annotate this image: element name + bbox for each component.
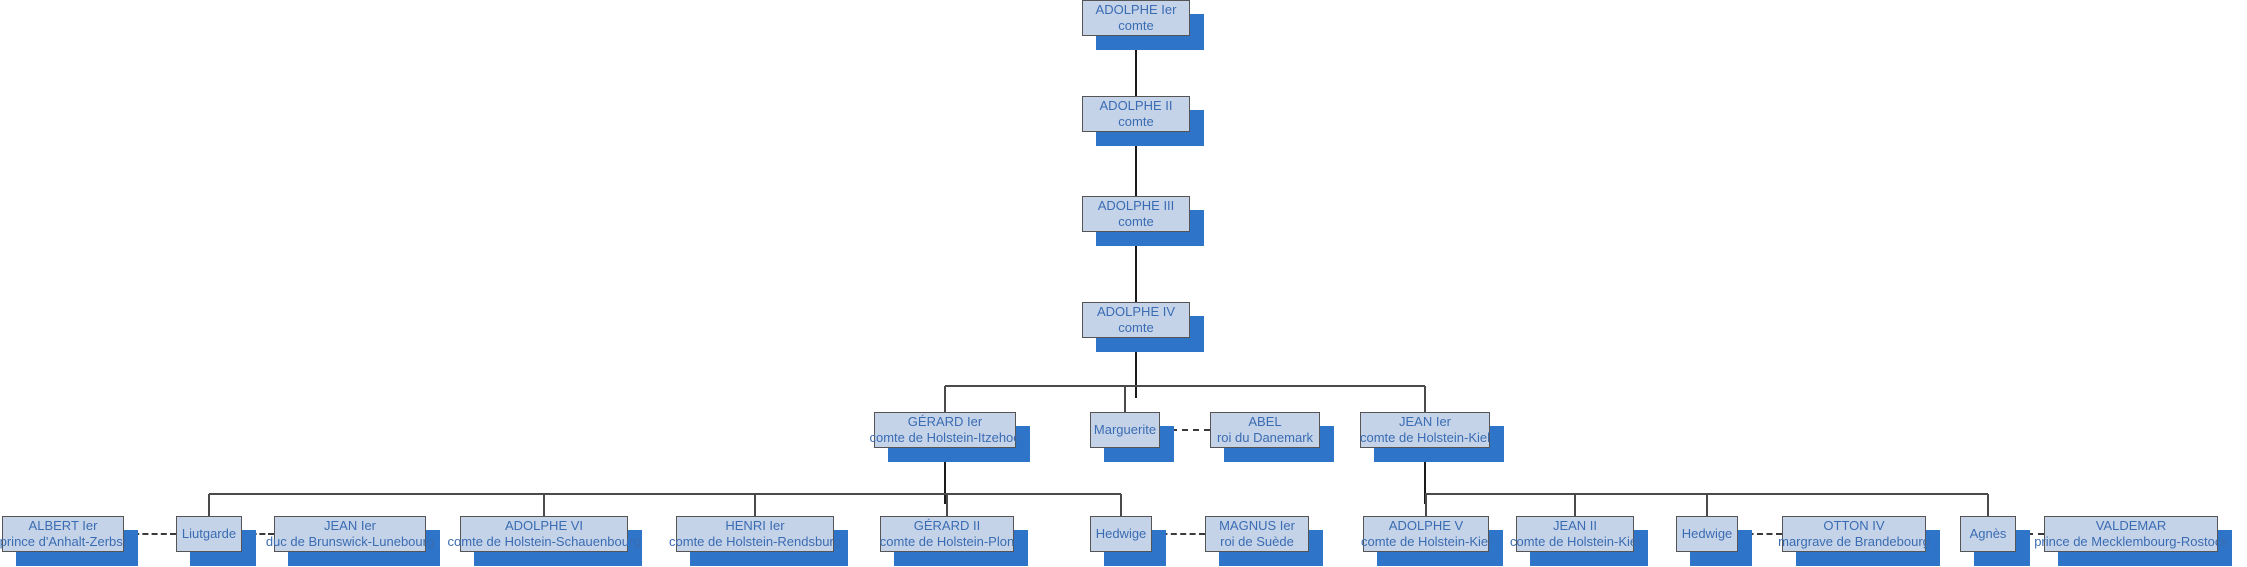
person-title: prince de Mecklembourg-Rostock (2034, 534, 2228, 549)
person-title: comte (1118, 18, 1154, 33)
person-name: ADOLPHE V (1388, 517, 1464, 533)
connector-vertical (1135, 338, 1137, 398)
person-title: prince d'Anhalt-Zerbst (0, 534, 127, 549)
person-title: comte de Holstein-Kiel (1360, 534, 1492, 549)
person-name: JEAN Ier (1398, 413, 1451, 429)
person-node-liutgarde[interactable]: Liutgarde (176, 516, 242, 552)
connector-vertical (754, 494, 756, 516)
person-name: GÉRARD Ier (907, 413, 983, 429)
person-node-marguerite[interactable]: Marguerite (1090, 412, 1160, 448)
connector-vertical (1987, 494, 1989, 516)
person-node-hedwige1[interactable]: Hedwige (1090, 516, 1152, 552)
person-name: ADOLPHE III (1097, 197, 1175, 213)
person-name: Hedwige (1095, 525, 1147, 541)
connector-vertical (944, 448, 946, 504)
connector-vertical (1120, 494, 1122, 516)
marriage-link (242, 533, 274, 535)
person-name: JEAN Ier (323, 517, 376, 533)
connector-vertical (946, 494, 948, 516)
person-name: ADOLPHE IV (1096, 303, 1176, 319)
person-title: comte de Holstein-Schauenbourg (447, 534, 641, 549)
person-title: comte (1118, 320, 1154, 335)
connector-vertical (208, 494, 210, 516)
person-title: comte (1118, 114, 1154, 129)
person-name: ABEL (1248, 413, 1282, 429)
person-title: roi du Danemark (1216, 430, 1314, 445)
person-name: MAGNUS Ier (1219, 517, 1295, 533)
person-name: ADOLPHE II (1099, 97, 1173, 113)
connector-vertical (1135, 232, 1137, 302)
person-name: ADOLPHE VI (504, 517, 584, 533)
connector-vertical (1424, 386, 1426, 412)
person-title: comte de Holstein-Kiel (1359, 430, 1491, 445)
person-name: OTTON IV (1823, 517, 1885, 533)
person-name: JEAN II (1552, 517, 1598, 533)
person-title: comte (1118, 214, 1154, 229)
person-title: comte de Holstein-Rendsburg (669, 534, 841, 549)
connector-vertical (1135, 36, 1137, 96)
connector-horizontal (209, 493, 1121, 495)
person-title: comte de Holstein-Kiel (1509, 534, 1641, 549)
marriage-link (1160, 429, 1210, 431)
person-name: ALBERT Ier (28, 517, 98, 533)
person-title: margrave de Brandebourg (1778, 534, 1930, 549)
connector-vertical (543, 494, 545, 516)
person-name: VALDEMAR (2095, 517, 2167, 533)
person-name: Agnès (1969, 525, 2007, 541)
person-node-agnes[interactable]: Agnès (1960, 516, 2016, 552)
marriage-link (1152, 533, 1205, 535)
connector-horizontal (945, 385, 1425, 387)
person-name: HENRI Ier (725, 517, 785, 533)
marriage-link (2016, 533, 2044, 535)
connector-vertical (1706, 494, 1708, 516)
person-title: comte de Holstein-Itzehoe (869, 430, 1021, 445)
person-name: GÉRARD II (913, 517, 981, 533)
person-title: comte de Holstein-Plon (879, 534, 1015, 549)
connector-vertical (1135, 132, 1137, 196)
person-title: duc de Brunswick-Lunebourg (265, 534, 435, 549)
connector-vertical (1425, 494, 1427, 516)
connector-vertical (1574, 494, 1576, 516)
marriage-link (124, 533, 176, 535)
person-node-hedwige2[interactable]: Hedwige (1676, 516, 1738, 552)
marriage-link (1738, 533, 1782, 535)
connector-vertical (1424, 448, 1426, 504)
connector-vertical (1124, 386, 1126, 412)
connector-vertical (944, 386, 946, 412)
person-name: Marguerite (1093, 421, 1157, 437)
person-name: ADOLPHE Ier (1095, 1, 1177, 17)
person-name: Hedwige (1681, 525, 1733, 541)
person-name: Liutgarde (181, 525, 237, 541)
person-title: roi de Suède (1220, 534, 1294, 549)
